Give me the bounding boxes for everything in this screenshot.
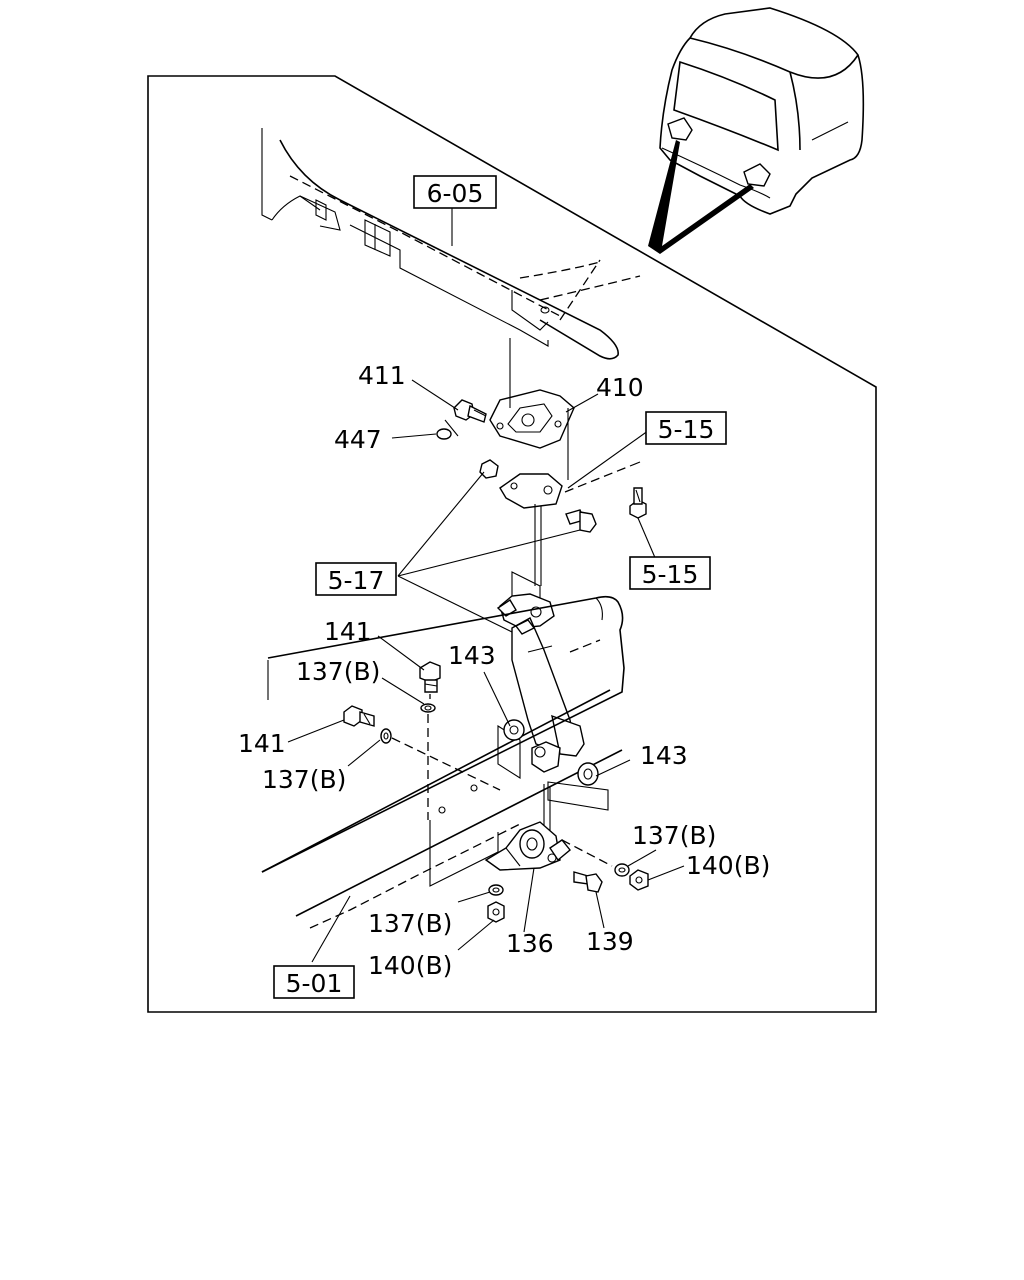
bolt-141-lower xyxy=(343,705,501,791)
callout-410: 410 xyxy=(596,373,644,402)
callout-411: 411 xyxy=(358,361,406,390)
bolt-5-17 xyxy=(565,509,597,533)
callout-141-lower: 141 xyxy=(238,729,286,758)
washer-nut-right xyxy=(561,839,649,891)
callout-137-right: 137(B) xyxy=(632,821,716,850)
callout-143-right: 143 xyxy=(640,741,688,770)
chassis-upper xyxy=(261,128,641,360)
callout-141-upper: 141 xyxy=(324,617,372,646)
callout-136: 136 xyxy=(506,929,554,958)
callout-140-lower: 140(B) xyxy=(368,951,452,980)
callout-137-lower: 137(B) xyxy=(368,909,452,938)
ref-label-5-17: 5-17 xyxy=(328,566,385,595)
stabilizer-link xyxy=(496,571,585,773)
ref-label-5-15-lower: 5-15 xyxy=(642,560,699,589)
ref-label-5-15-upper: 5-15 xyxy=(658,415,715,444)
bushing-143-right xyxy=(547,762,609,811)
lower-plate xyxy=(479,459,641,586)
callout-leaders xyxy=(287,379,685,963)
bolt-139 xyxy=(573,871,603,893)
ref-label-5-01: 5-01 xyxy=(286,969,343,998)
ref-box-5-01[interactable]: 5-01 xyxy=(273,965,355,999)
pin-447 xyxy=(436,428,452,440)
callout-140-right: 140(B) xyxy=(686,851,770,880)
bolt-411 xyxy=(453,399,487,423)
bushing-143-left xyxy=(497,719,525,780)
vehicle-cab-inset xyxy=(648,7,865,254)
callout-143-left: 143 xyxy=(448,641,496,670)
bolt-5-15 xyxy=(629,487,647,519)
bracket-136 xyxy=(429,784,571,887)
diagram-frame xyxy=(147,75,877,1013)
washer-nut-lower xyxy=(487,884,505,923)
ref-box-5-15-upper[interactable]: 5-15 xyxy=(645,411,727,445)
ref-box-6-05[interactable]: 6-05 xyxy=(413,175,497,209)
pointer-wedge xyxy=(648,140,754,254)
bolt-141-upper xyxy=(419,661,441,820)
callout-137-left: 137(B) xyxy=(262,765,346,794)
frame-rail xyxy=(261,595,625,929)
callout-137-upper: 137(B) xyxy=(296,657,380,686)
ref-label-6-05: 6-05 xyxy=(427,179,484,208)
callout-139: 139 xyxy=(586,927,634,956)
callout-447: 447 xyxy=(334,425,382,454)
ref-box-5-15-lower[interactable]: 5-15 xyxy=(629,556,711,590)
callout-labels: 411 410 447 141 137(B) 143 141 137(B) 14… xyxy=(238,361,770,980)
ref-box-5-17[interactable]: 5-17 xyxy=(315,562,397,596)
